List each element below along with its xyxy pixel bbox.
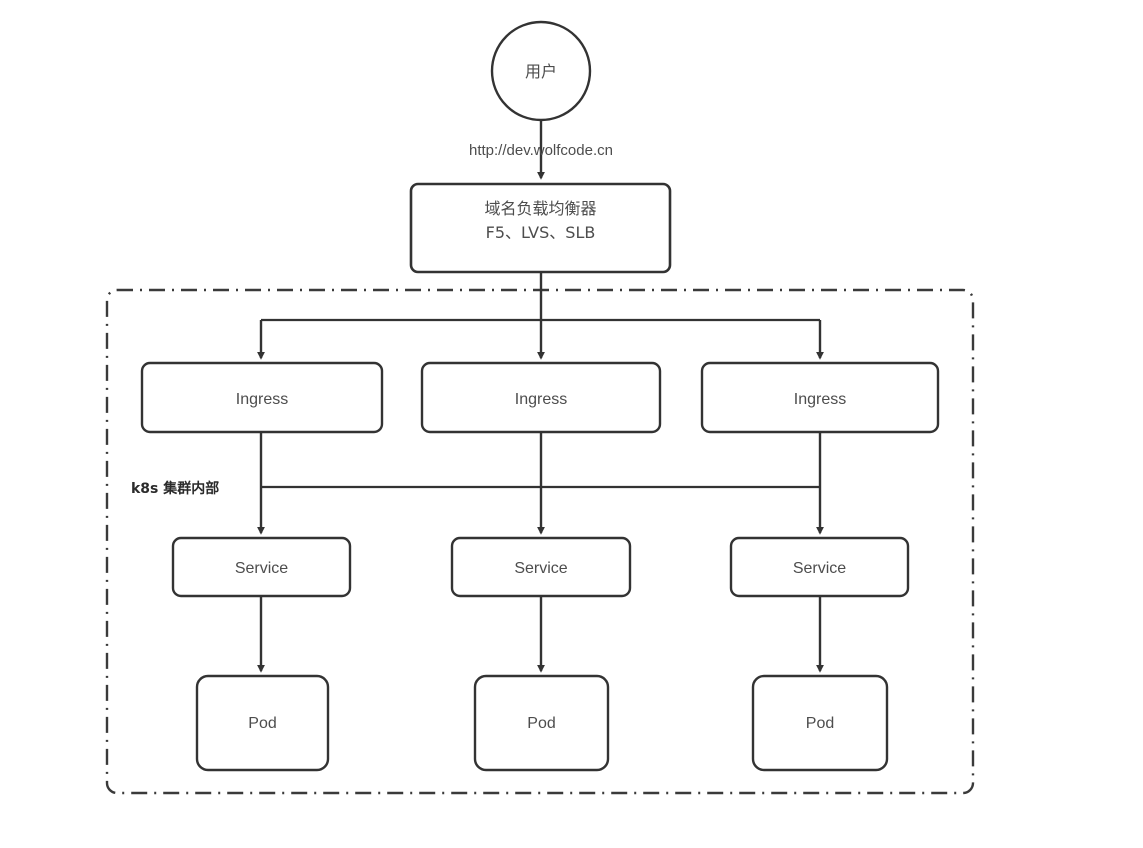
pod-node-2[interactable] [475, 676, 608, 770]
ingress-node-2[interactable] [422, 363, 660, 432]
pod-node-shape-1 [195, 674, 330, 772]
service-node-3[interactable] [731, 538, 908, 596]
k8s-cluster-label: k8s 集群内部 [131, 481, 220, 497]
ingress-node-1[interactable] [142, 363, 382, 432]
pod-node-1[interactable] [197, 676, 328, 770]
pod-node-shape-3 [751, 674, 889, 772]
pod-node-3[interactable] [753, 676, 887, 770]
entry-edge-label: http://dev.wolfcode.cn [469, 142, 613, 159]
loadbalancer-node[interactable] [411, 184, 670, 272]
pod-node-shape-2 [473, 674, 610, 772]
service-node-2[interactable] [452, 538, 630, 596]
ingress-node-3[interactable] [702, 363, 938, 432]
service-node-1[interactable] [173, 538, 350, 596]
user-node[interactable] [492, 22, 590, 120]
